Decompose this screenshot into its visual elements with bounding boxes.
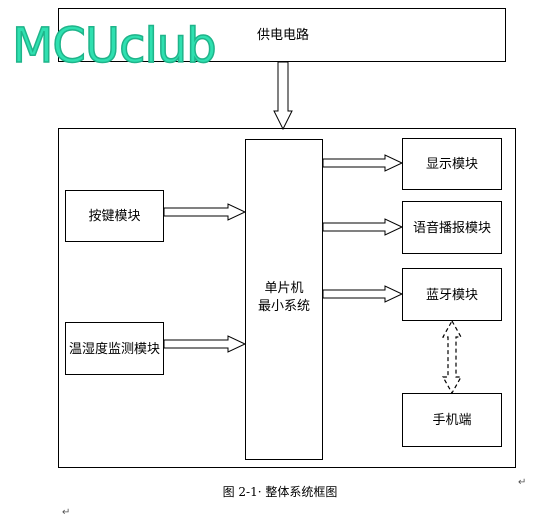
temp-to-mcu-arrow — [163, 335, 247, 353]
voice-module-block: 语音播报模块 — [402, 201, 502, 254]
display-module-block: 显示模块 — [402, 138, 502, 190]
power-supply-block: 供电电路 — [58, 8, 506, 62]
temp-humidity-module-label: 温湿度监测模块 — [68, 342, 160, 357]
phone-block: 手机端 — [402, 393, 502, 447]
mcu-to-voice-arrow — [322, 218, 404, 236]
paragraph-mark-right: ↵ — [518, 477, 527, 488]
paragraph-mark-left: ↵ — [62, 507, 71, 518]
key-module-label: 按键模块 — [88, 209, 141, 224]
phone-label: 手机端 — [432, 413, 472, 428]
key-module-block: 按键模块 — [65, 190, 164, 242]
voice-module-label: 语音播报模块 — [412, 221, 491, 236]
mcu-to-bluetooth-arrow — [322, 285, 404, 303]
figure-caption: 图 2-1· 整体系统框图 — [222, 485, 338, 499]
bluetooth-module-label: 蓝牙模块 — [425, 288, 478, 303]
power-supply-label: 供电电路 — [257, 28, 310, 43]
bluetooth-module-block: 蓝牙模块 — [402, 268, 502, 321]
mcu-to-display-arrow — [322, 154, 404, 172]
display-module-label: 显示模块 — [425, 157, 478, 172]
temp-humidity-module-block: 温湿度监测模块 — [65, 322, 164, 375]
key-to-mcu-arrow — [163, 203, 247, 221]
power-down-arrow — [273, 61, 293, 131]
mcu-label-line2: 最小系统 — [257, 299, 310, 314]
mcu-minimum-system-block: 单片机 最小系统 — [245, 139, 323, 460]
mcuclub-watermark: MCUclub — [11, 18, 217, 74]
mcu-label-line1: 单片机 — [264, 281, 304, 296]
bluetooth-phone-dashed-arrow — [441, 319, 463, 395]
